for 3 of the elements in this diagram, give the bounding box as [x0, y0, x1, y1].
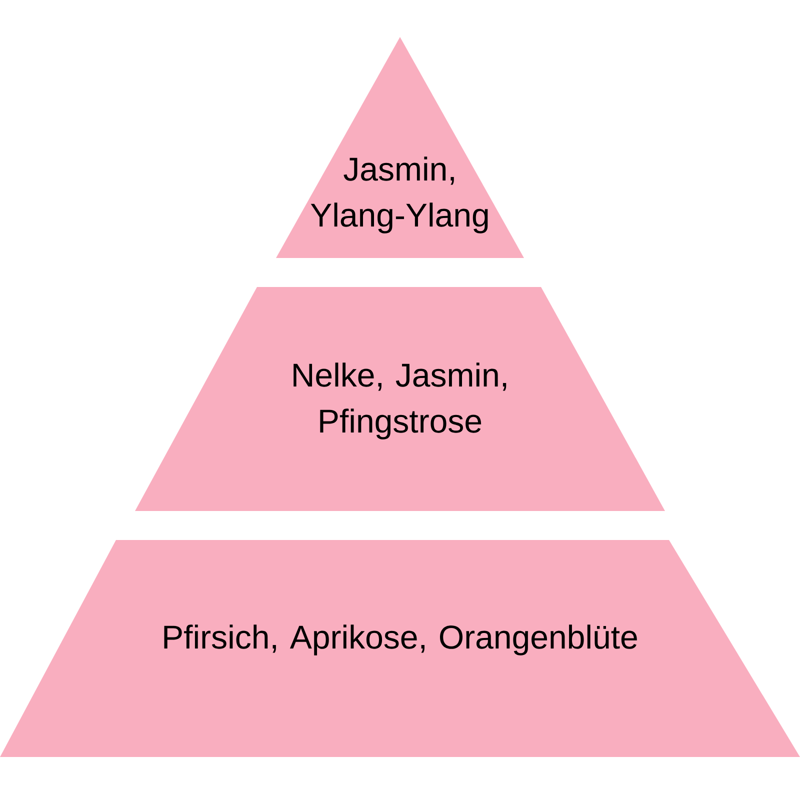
pyramid-tier: Jasmin, Ylang-Ylang	[276, 37, 524, 258]
pyramid-tier: Nelke, Jasmin, Pfingstrose	[135, 287, 665, 511]
pyramid-tier: Pfirsich, Aprikose, Orangenblüte	[0, 540, 800, 757]
